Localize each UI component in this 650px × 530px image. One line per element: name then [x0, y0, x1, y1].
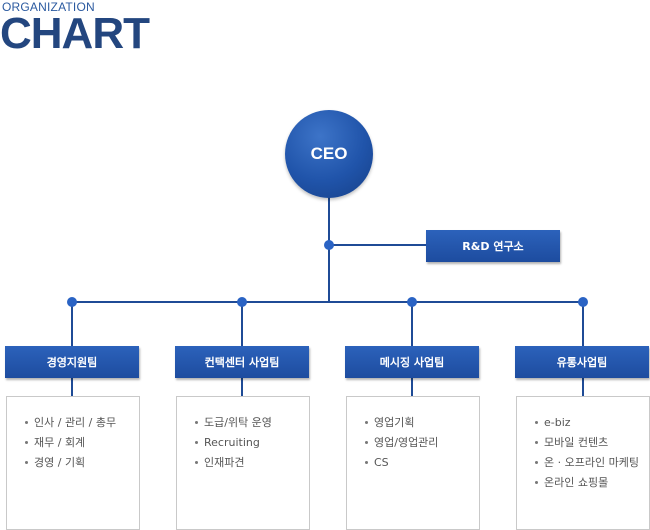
duty-item: 재무 / 회계	[25, 433, 139, 453]
ceo-label: CEO	[310, 144, 348, 163]
duty-item: Recruiting	[195, 433, 309, 453]
duty-item: 인사 / 관리 / 총무	[25, 413, 139, 433]
duty-item: 온 · 오프라인 마케팅	[535, 453, 649, 473]
rnd-junction-node	[324, 240, 334, 250]
dept-duties-card: 도급/위탁 운영 Recruiting 인재파견	[176, 396, 310, 530]
bullet-icon	[535, 420, 538, 424]
bullet-icon	[25, 440, 28, 444]
duty-item: CS	[365, 453, 479, 473]
dept3-junction-node	[407, 297, 417, 307]
bullet-icon	[25, 460, 28, 464]
ceo-node: CEO	[285, 110, 373, 198]
duty-item: e-biz	[535, 413, 649, 433]
dept1-junction-node	[67, 297, 77, 307]
dept-duties-card: 인사 / 관리 / 총무 재무 / 회계 경영 / 기획	[6, 396, 140, 530]
dept-box-management-support: 경영지원팀	[5, 346, 139, 378]
bullet-icon	[535, 460, 538, 464]
dept4-junction-node	[578, 297, 588, 307]
bullet-icon	[195, 440, 198, 444]
duty-item: 온라인 쇼핑몰	[535, 473, 649, 493]
bullet-icon	[195, 420, 198, 424]
bullet-icon	[25, 420, 28, 424]
dept2-junction-node	[237, 297, 247, 307]
duty-item: 영업/영업관리	[365, 433, 479, 453]
dept-duties-card: e-biz 모바일 컨텐츠 온 · 오프라인 마케팅 온라인 쇼핑몰	[516, 396, 650, 530]
chart-subtitle: ORGANIZATION	[2, 0, 95, 14]
dept-box-contact-center: 컨택센터 사업팀	[175, 346, 309, 378]
bullet-icon	[365, 420, 368, 424]
bullet-icon	[365, 460, 368, 464]
bullet-icon	[535, 480, 538, 484]
dept-box-messaging: 메시징 사업팀	[345, 346, 479, 378]
bullet-icon	[365, 440, 368, 444]
bullet-icon	[535, 440, 538, 444]
duty-item: 경영 / 기획	[25, 453, 139, 473]
chart-title: CHART	[0, 9, 150, 58]
bullet-icon	[195, 460, 198, 464]
duty-item: 도급/위탁 운영	[195, 413, 309, 433]
dept-duties-card: 영업기획 영업/영업관리 CS	[346, 396, 480, 530]
duty-item: 인재파견	[195, 453, 309, 473]
duty-item: 모바일 컨텐츠	[535, 433, 649, 453]
rnd-box: R&D 연구소	[426, 230, 560, 262]
duty-item: 영업기획	[365, 413, 479, 433]
dept-box-distribution: 유통사업팀	[515, 346, 649, 378]
